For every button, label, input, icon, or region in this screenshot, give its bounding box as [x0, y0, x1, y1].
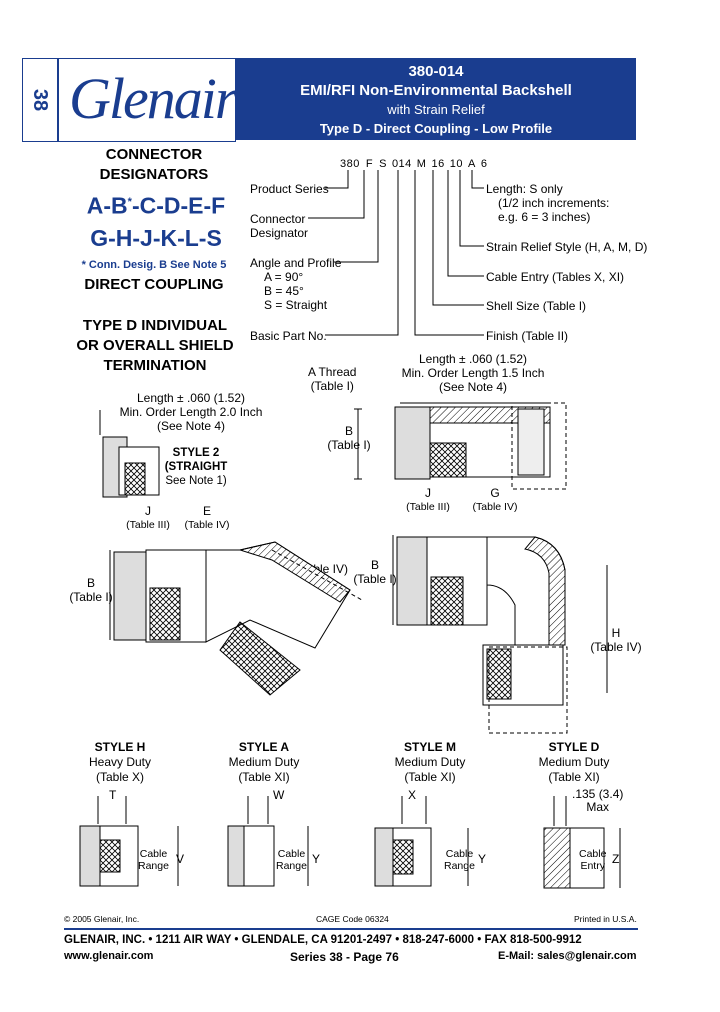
type-line2: OR OVERALL SHIELD: [76, 337, 234, 354]
type-line3: TERMINATION: [103, 357, 207, 374]
code-014: 014: [391, 158, 412, 170]
code-6: 6: [480, 158, 488, 170]
basic-part-label: Basic Part No.: [250, 329, 327, 343]
45-degree-backshell-drawing: [109, 541, 363, 696]
dim-w: W: [273, 788, 285, 802]
side-v: V: [176, 852, 185, 866]
90-degree-backshell-drawing: [392, 535, 608, 734]
direct-coupling-label: DIRECT COUPLING: [84, 276, 224, 293]
title-line2: with Strain Relief: [387, 102, 485, 117]
dim-x: X: [408, 788, 417, 802]
b-dim-90: B(Table I): [353, 558, 397, 586]
side-y-a: Y: [312, 852, 321, 866]
product-series-label: Product Series: [250, 182, 329, 196]
code-s: S: [379, 158, 387, 170]
series-page: Series 38 - Page 76: [290, 950, 399, 964]
code-a: A: [467, 158, 476, 170]
designator-row1: A-B*-C-D-E-F: [86, 192, 226, 219]
code-m: M: [416, 158, 427, 170]
type-line1: TYPE D INDIVIDUAL: [82, 317, 228, 334]
designators-label: DESIGNATORS: [99, 166, 209, 183]
style-clamp-drawings: [79, 796, 621, 889]
printed-in: Printed in U.S.A.: [574, 914, 637, 924]
strain-relief-label: Strain Relief Style (H, A, M, D): [486, 240, 648, 254]
cable-entry-label: Cable Entry (Tables X, XI): [486, 270, 625, 284]
code-16: 16: [431, 158, 445, 170]
cage-code: CAGE Code 06324: [316, 914, 389, 924]
glenair-logo: Glenair ®: [58, 58, 284, 142]
connector-designators-heading: CONNECTOR DESIGNATORS: [64, 145, 244, 185]
shell-size-label: Shell Size (Table I): [486, 299, 587, 313]
copyright: © 2005 Glenair, Inc.: [64, 914, 140, 924]
website-link[interactable]: www.glenair.com: [64, 950, 154, 962]
termination-heading: TYPE D INDIVIDUAL OR OVERALL SHIELD TERM…: [60, 316, 250, 376]
footer-divider: [64, 928, 638, 930]
part-number-title: 380-014: [408, 63, 464, 80]
email-link[interactable]: E-Mail: sales@glenair.com: [498, 950, 637, 962]
company-address: GLENAIR, INC. • 1211 AIR WAY • GLENDALE,…: [64, 934, 582, 946]
length-right-label: Length ± .060 (1.52) Min. Order Length 1…: [401, 352, 545, 394]
code-10: 10: [449, 158, 463, 170]
designator-note: * Conn. Desig. B See Note 5: [81, 259, 227, 271]
dim-t: T: [109, 788, 117, 802]
j-dim-right: J(Table III): [406, 486, 450, 513]
g-dim: G(Table IV): [472, 486, 518, 513]
code-380: 380: [340, 158, 360, 170]
length-left-label: Length ± .060 (1.52) Min. Order Length 2…: [119, 391, 263, 433]
b-dim-left: B(Table I): [69, 576, 113, 604]
finish-label: Finish (Table II): [486, 329, 569, 343]
j-dim-left: J(Table III): [126, 504, 170, 531]
side-y-m: Y: [478, 852, 487, 866]
e-dim: E(Table IV): [184, 504, 230, 531]
connector-label: CONNECTOR: [105, 146, 203, 163]
style2-drawing: [99, 410, 160, 498]
designator-codes: A-B*-C-D-E-F G-H-J-K-L-S: [58, 186, 254, 254]
dim-d: .135 (3.4)Max: [572, 787, 624, 814]
designator-row2: G-H-J-K-L-S: [90, 224, 222, 251]
angle-profile-label: Angle and Profile A = 90° B = 45° S = St…: [250, 256, 342, 312]
side-z: Z: [612, 852, 620, 866]
h-dim: H(Table IV): [590, 626, 642, 654]
title-line1: EMI/RFI Non-Environmental Backshell: [300, 82, 572, 99]
title-banner: 380-014 EMI/RFI Non-Environmental Backsh…: [236, 58, 636, 140]
straight-backshell-drawing: [354, 402, 567, 490]
length-label: Length: S only (1/2 inch increments: e.g…: [486, 182, 610, 224]
code-f: F: [365, 158, 374, 170]
logo-text: Glenair: [69, 66, 237, 131]
title-line3: Type D - Direct Coupling - Low Profile: [319, 121, 553, 136]
section-tab: 38: [22, 58, 58, 142]
b-dim-right: B(Table I): [327, 424, 371, 452]
a-thread-label: A Thread(Table I): [308, 365, 357, 393]
